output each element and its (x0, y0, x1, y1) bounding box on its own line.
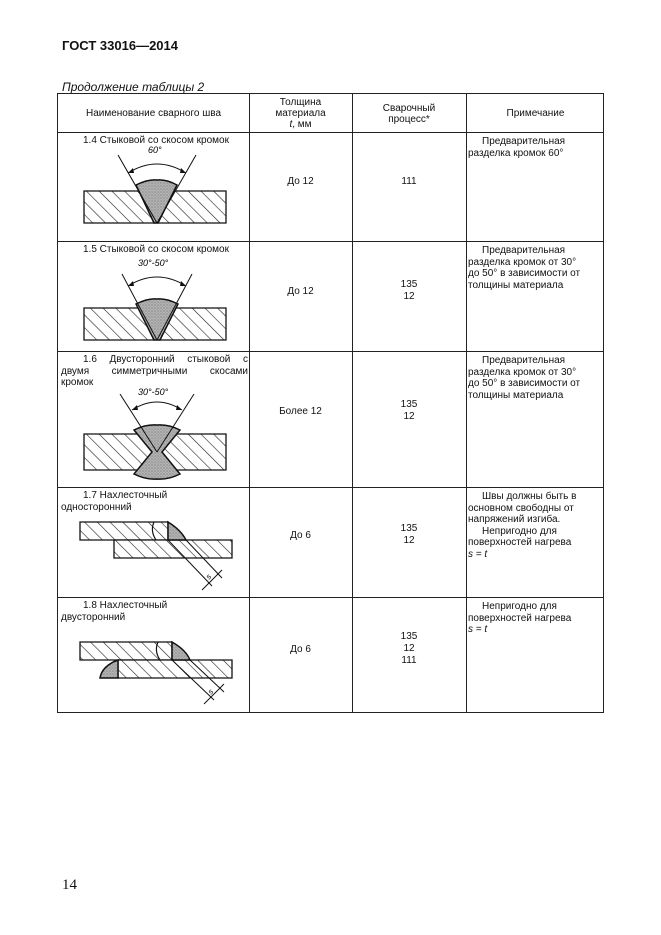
note-line: толщины материала (468, 279, 564, 291)
header-process-line: Сварочный (382, 102, 436, 114)
process-code: 12 (403, 291, 415, 302)
note-line: Предварительная (482, 136, 566, 147)
note-cell: Предварительная разделка кромок от 30° д… (468, 245, 602, 291)
thickness-value: До 6 (290, 530, 311, 541)
note-line: до 50° в зависимости от (468, 268, 581, 280)
weld-name-line: 1.5 Стыковой со скосом кромок (83, 244, 229, 255)
process-code: 135 (400, 399, 418, 410)
note-line: Предварительная (482, 355, 566, 366)
bevel-angle-label: 30°-50° (138, 387, 169, 397)
column-divider (249, 94, 250, 712)
process-cell: 135 12 (352, 279, 466, 303)
note-cell: Швы должны быть в основном свободны от н… (468, 491, 602, 561)
note-line: Предварительная (482, 245, 566, 256)
header-thickness-line: t, мм (275, 119, 325, 130)
weld-name-line: 1.8 Нахлесточный (83, 600, 168, 611)
process-cell: 111 (352, 176, 466, 188)
page-number: 14 (62, 877, 77, 893)
weld-name-line: двусторонний (61, 611, 126, 623)
table-row: 1.8 Нахлесточный двусторонний s До 6 135… (58, 598, 603, 713)
column-divider (352, 94, 353, 712)
table-row: 1.7 Нахлесточный односторонний s До 6 13… (58, 488, 603, 597)
note-line: до 50° в зависимости от (468, 378, 581, 390)
process-cell: 135 12 111 (352, 631, 466, 667)
header-name: Наименование сварного шва (85, 108, 222, 119)
double-lap-weld-diagram: s (79, 640, 233, 705)
bevel-angle-label: 60° (148, 145, 162, 155)
row-divider (58, 597, 603, 598)
weld-name-line: 1.6 Двусторонний стыковой с (83, 354, 248, 365)
weld-name: 1.5 Стыковой со скосом кромок (61, 244, 248, 256)
note-line: толщины материала (468, 389, 564, 401)
process-code: 135 (400, 279, 418, 290)
process-cell: 135 12 (352, 523, 466, 547)
table-row: 1.6 Двусторонний стыковой с двумя симмет… (58, 352, 603, 487)
weld-name: 1.7 Нахлесточный односторонний (61, 490, 248, 513)
weld-name-line: кромок (61, 377, 94, 388)
process-code: 135 (400, 631, 418, 642)
header-thickness-line: материала (275, 108, 326, 119)
process-code: 12 (403, 411, 415, 422)
dimension-label: s (204, 572, 213, 581)
header-thickness: Толщина материала t, мм (249, 94, 352, 133)
note-line: поверхностей нагрева (468, 537, 572, 549)
table-continuation-caption: Продолжение таблицы 2 (62, 80, 205, 94)
single-lap-weld-diagram: s (79, 520, 233, 591)
bevel-angle-label: 30°-50° (138, 258, 169, 268)
process-code: 12 (403, 643, 415, 654)
thickness-value: До 12 (287, 286, 314, 297)
note-cell: Предварительная разделка кромок 60° (468, 136, 602, 159)
note-line: s = t (468, 548, 488, 560)
thickness-value: До 12 (287, 176, 314, 187)
row-divider (58, 351, 603, 352)
note-line: разделка кромок от 30° (468, 256, 577, 268)
header-thickness-line: Толщина (279, 97, 322, 108)
process-code: 12 (403, 535, 415, 546)
note-line: Швы должны быть в (482, 491, 577, 502)
process-code: 135 (400, 523, 418, 534)
note-line: разделка кромок от 30° (468, 366, 577, 378)
weld-name: 1.6 Двусторонний стыковой с двумя симмет… (61, 354, 248, 389)
thickness-unit: , мм (292, 119, 312, 130)
thickness-value: До 6 (290, 644, 311, 655)
note-line: разделка кромок 60° (468, 147, 564, 159)
note-line: Непригодно для (482, 601, 557, 612)
weld-types-table: Наименование сварного шва Толщина матери… (57, 93, 604, 713)
row-divider (58, 241, 603, 242)
note-line: Непригодно для (482, 525, 557, 537)
process-code: 111 (401, 655, 417, 666)
note-line: основном свободны от (468, 502, 574, 514)
weld-name-line: 1.4 Стыковой со скосом кромок (83, 135, 229, 146)
table-row: 1.5 Стыковой со скосом кромок 30°-50° До… (58, 242, 603, 351)
standard-designation: ГОСТ 33016—2014 (62, 38, 178, 53)
note-cell: Непригодно для поверхностей нагрева s = … (468, 601, 602, 636)
thickness-symbol: t (289, 119, 293, 130)
note-line: напряжений изгиба. (468, 514, 561, 526)
weld-name-line: 1.7 Нахлесточный (83, 490, 168, 501)
header-process: Сварочный процесс* (352, 94, 466, 133)
header-note: Примечание (506, 108, 565, 119)
thickness-value: Более 12 (279, 406, 322, 417)
note-line: поверхностей нагрева (468, 612, 572, 624)
note-line: s = t (468, 624, 488, 636)
dimension-label: s (206, 687, 215, 696)
double-v-butt-weld-diagram: 30°-50° (83, 387, 227, 480)
weld-name-line: двумя симметричными скосами (61, 365, 248, 377)
weld-name: 1.4 Стыковой со скосом кромок (61, 135, 248, 147)
row-divider (58, 487, 603, 488)
header-process-line: процесс* (388, 113, 430, 125)
table-row: 1.4 Стыковой со скосом кромок 60° До 12 … (58, 133, 603, 241)
butt-weld-v60-diagram: 60° (83, 145, 227, 224)
note-cell: Предварительная разделка кромок от 30° д… (468, 355, 602, 401)
butt-weld-v3050-diagram: 30°-50° (83, 258, 227, 341)
weld-name-line: односторонний (61, 501, 132, 513)
process-code: 111 (401, 176, 417, 187)
row-divider (58, 132, 603, 133)
column-divider (466, 94, 467, 712)
process-cell: 135 12 (352, 399, 466, 423)
weld-name: 1.8 Нахлесточный двусторонний (61, 600, 248, 623)
